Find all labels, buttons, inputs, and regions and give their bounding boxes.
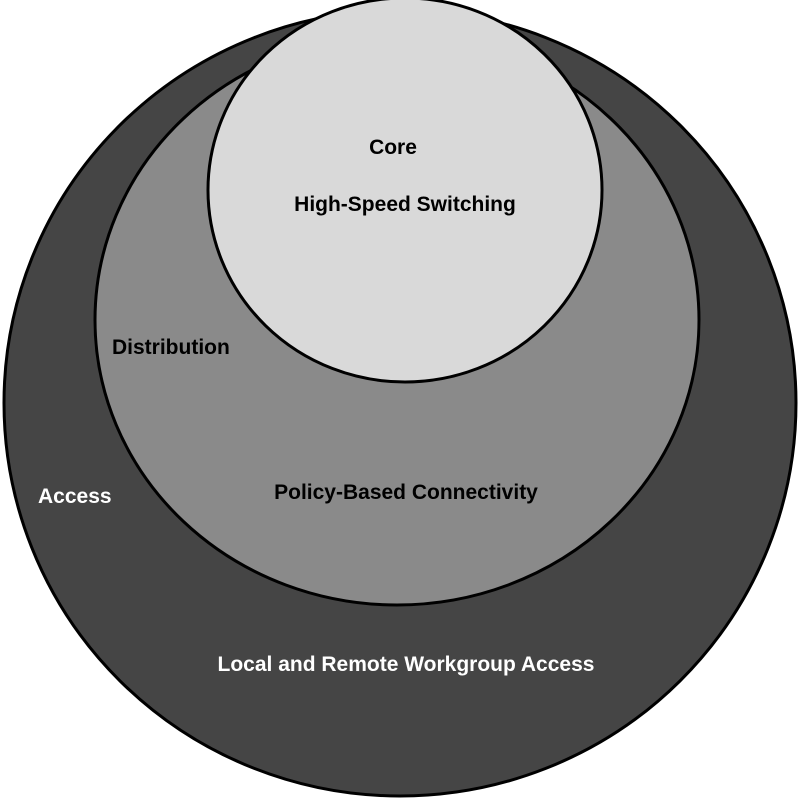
access-layer-label: Access xyxy=(38,485,112,508)
access-layer-function: Local and Remote Workgroup Access xyxy=(218,653,595,676)
core-layer-circle xyxy=(206,0,604,384)
core-layer-label: Core xyxy=(369,136,417,159)
distribution-layer-function: Policy-Based Connectivity xyxy=(274,481,538,504)
core-layer-function: High-Speed Switching xyxy=(294,193,516,216)
distribution-layer-label: Distribution xyxy=(112,336,230,359)
